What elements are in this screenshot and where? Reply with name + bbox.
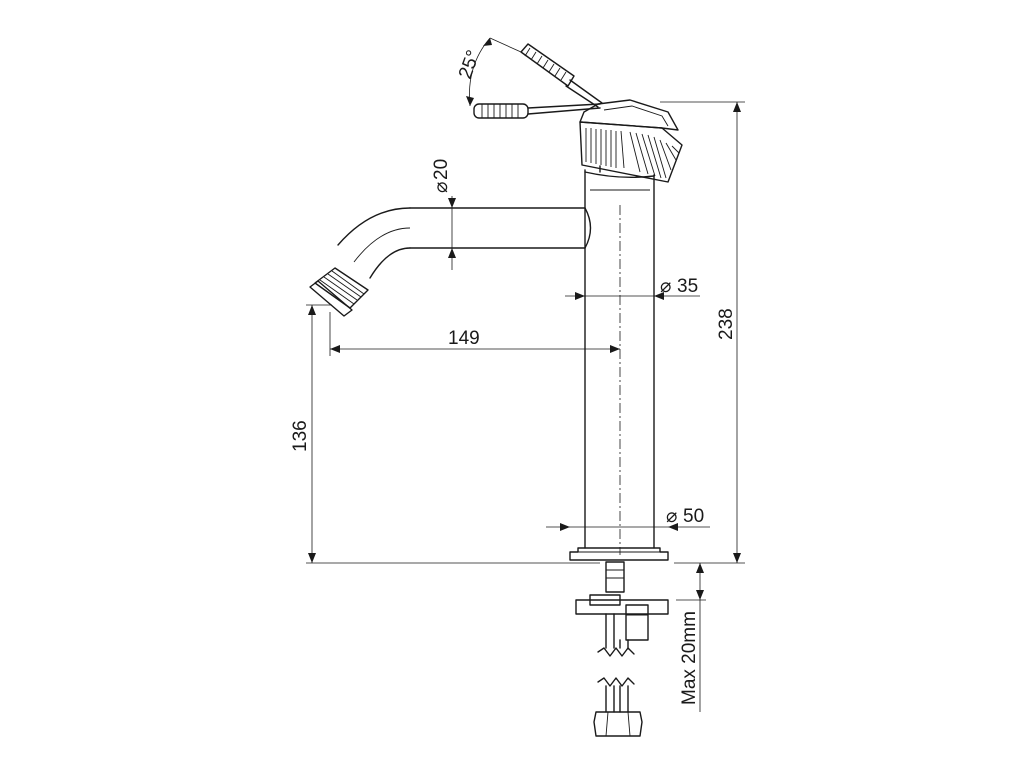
dimension-lines xyxy=(306,37,745,712)
base-diameter-symbol: ⌀ xyxy=(666,506,677,527)
body-diameter-symbol: ⌀ xyxy=(660,276,671,297)
cartridge-head xyxy=(579,99,683,183)
spout xyxy=(309,207,592,317)
aerator-knurl xyxy=(319,270,365,305)
body-diameter-label: 35 xyxy=(677,276,698,297)
spout-diameter-symbol: ⌀ xyxy=(431,182,452,193)
mounting-hardware xyxy=(575,561,669,737)
dimension-labels: 25° ⌀ 20 ⌀ 35 149 136 238 ⌀ 50 Max 20mm xyxy=(290,48,737,705)
lever-open xyxy=(520,43,603,108)
reach-label: 149 xyxy=(448,328,480,349)
lever-closed xyxy=(473,103,601,119)
max-thickness-label: Max 20mm xyxy=(679,611,700,705)
base-diameter-label: 50 xyxy=(683,506,704,527)
spout-height-label: 136 xyxy=(290,420,311,452)
total-height-label: 238 xyxy=(716,308,737,340)
spout-diameter-label: 20 xyxy=(431,159,452,180)
collar-knurl xyxy=(585,128,680,179)
faucet-body xyxy=(569,169,669,561)
